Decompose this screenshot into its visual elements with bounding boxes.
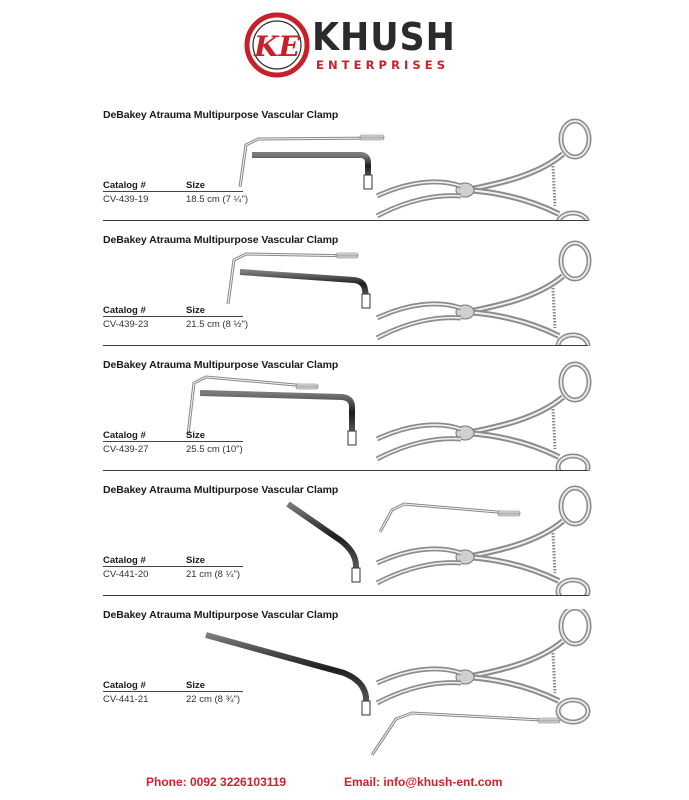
svg-text:KE: KE — [253, 30, 300, 63]
email-address[interactable]: Email: info@khush-ent.com — [344, 775, 503, 789]
product-section: DeBakey Atrauma Multipurpose Vascular Cl… — [0, 609, 689, 759]
section-divider — [103, 345, 588, 346]
catalog-number: CV-441-21 — [103, 694, 149, 705]
catalog-number: CV-441-20 — [103, 569, 149, 580]
product-section: DeBakey Atrauma Multipurpose Vascular Cl… — [0, 484, 689, 596]
catalog-header: Catalog # — [103, 680, 146, 691]
contact-footer: Phone: 0092 3226103119 Email: info@khush… — [0, 775, 689, 791]
ke-logo-emblem-icon: KE — [244, 12, 310, 78]
catalog-header: Catalog # — [103, 180, 146, 191]
section-divider — [103, 470, 588, 471]
size-header: Size — [186, 430, 206, 441]
product-section: DeBakey Atrauma Multipurpose Vascular Cl… — [0, 234, 689, 346]
company-name: KHUSH — [312, 15, 456, 59]
size-value: 25.5 cm (10") — [186, 444, 243, 455]
product-section: DeBakey Atrauma Multipurpose Vascular Cl… — [0, 359, 689, 471]
catalog-header: Catalog # — [103, 305, 146, 316]
clamp-illustration — [286, 484, 689, 596]
product-title: DeBakey Atrauma Multipurpose Vascular Cl… — [103, 109, 339, 121]
size-header: Size — [186, 305, 206, 316]
size-value: 21 cm (8 ¼") — [186, 569, 241, 580]
section-divider — [103, 595, 588, 596]
phone-number[interactable]: Phone: 0092 3226103119 — [146, 775, 287, 789]
size-value: 21.5 cm (8 ½") — [186, 319, 248, 330]
company-logo: KE KE KHUSH ENTERPRISES — [240, 10, 455, 80]
size-header: Size — [186, 680, 206, 691]
catalog-number: CV-439-19 — [103, 194, 149, 205]
size-value: 22 cm (8 ¾") — [186, 694, 241, 705]
product-title: DeBakey Atrauma Multipurpose Vascular Cl… — [103, 234, 339, 246]
company-tagline: ENTERPRISES — [316, 58, 450, 72]
size-header: Size — [186, 180, 206, 191]
product-title: DeBakey Atrauma Multipurpose Vascular Cl… — [103, 609, 339, 621]
catalog-header: Catalog # — [103, 430, 146, 441]
product-section: DeBakey Atrauma Multipurpose Vascular Cl… — [0, 109, 689, 221]
section-divider — [103, 220, 588, 221]
clamp-illustration — [186, 359, 689, 471]
catalog-number: CV-439-23 — [103, 319, 149, 330]
clamp-illustration — [226, 234, 689, 346]
catalog-header: Catalog # — [103, 555, 146, 566]
product-title: DeBakey Atrauma Multipurpose Vascular Cl… — [103, 359, 339, 371]
size-value: 18.5 cm (7 ¼") — [186, 194, 248, 205]
clamp-illustration — [205, 609, 689, 756]
product-title: DeBakey Atrauma Multipurpose Vascular Cl… — [103, 484, 339, 496]
clamp-illustration — [238, 109, 689, 221]
size-header: Size — [186, 555, 206, 566]
catalog-number: CV-439-27 — [103, 444, 149, 455]
